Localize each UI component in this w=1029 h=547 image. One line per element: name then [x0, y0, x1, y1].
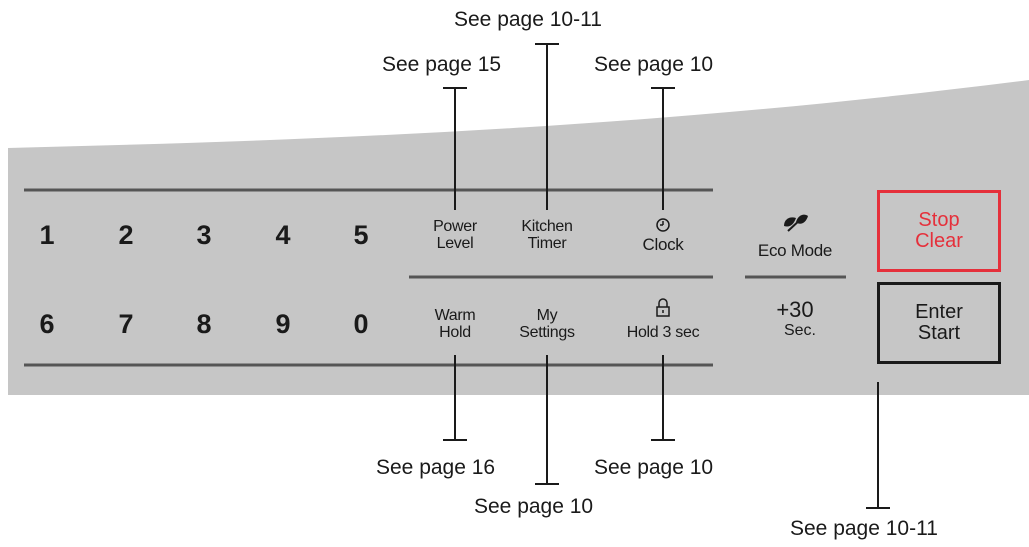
key-7[interactable]: 7 [118, 309, 134, 339]
child-lock-button[interactable]: Hold 3 sec [613, 324, 713, 341]
kitchen-timer-button[interactable]: Kitchen Timer [507, 218, 587, 252]
key-4[interactable]: 4 [275, 220, 291, 250]
key-8[interactable]: 8 [196, 309, 212, 339]
clock-label: Clock [642, 235, 684, 254]
warm-hold-label-2: Hold [439, 324, 471, 341]
key-9[interactable]: 9 [275, 309, 291, 339]
my-settings-label-2: Settings [519, 324, 575, 341]
key-6[interactable]: 6 [39, 309, 55, 339]
callout-clock: See page 10 [594, 53, 714, 76]
key-1[interactable]: 1 [39, 220, 55, 250]
plus-30-unit: Sec. [783, 322, 816, 339]
power-level-label-2: Level [436, 235, 474, 252]
callout-power-level: See page 15 [382, 53, 502, 76]
stop-label: Stop [918, 209, 960, 231]
child-lock-label: Hold 3 sec [626, 324, 700, 341]
key-2[interactable]: 2 [118, 220, 134, 250]
callout-child-lock: See page 10 [594, 456, 714, 479]
callout-kitchen-timer: See page 10-11 [454, 8, 602, 31]
kitchen-timer-label-2: Timer [527, 235, 567, 252]
eco-mode-button[interactable]: Eco Mode [745, 242, 845, 259]
plus-30-value: +30 [776, 297, 814, 322]
eco-mode-label: Eco Mode [757, 241, 833, 260]
key-3[interactable]: 3 [196, 220, 212, 250]
enter-label: Enter [915, 301, 963, 323]
stop-clear-button[interactable]: Stop Clear [877, 190, 1001, 272]
start-label: Start [917, 322, 961, 344]
power-level-button[interactable]: Power Level [415, 218, 495, 252]
enter-start-button[interactable]: Enter Start [877, 282, 1001, 364]
key-0[interactable]: 0 [353, 309, 369, 339]
clock-button[interactable]: Clock [623, 236, 703, 253]
eco-leaf-icon [784, 214, 808, 232]
callout-start: See page 10-11 [790, 517, 938, 540]
plus-30-sec-button[interactable]: +30 Sec. [745, 298, 845, 340]
warm-hold-label-1: Warm [434, 307, 476, 324]
callout-warm-hold: See page 16 [376, 456, 496, 479]
warm-hold-button[interactable]: Warm Hold [415, 307, 495, 341]
clock-icon [656, 218, 670, 232]
control-panel-body [8, 80, 1029, 395]
power-level-label-1: Power [433, 218, 477, 235]
clear-label: Clear [915, 230, 963, 252]
kitchen-timer-label-1: Kitchen [521, 218, 573, 235]
callout-my-settings: See page 10 [474, 495, 594, 518]
my-settings-button[interactable]: My Settings [507, 307, 587, 341]
lock-icon [656, 298, 670, 317]
my-settings-label-1: My [536, 307, 558, 324]
key-5[interactable]: 5 [353, 220, 369, 250]
